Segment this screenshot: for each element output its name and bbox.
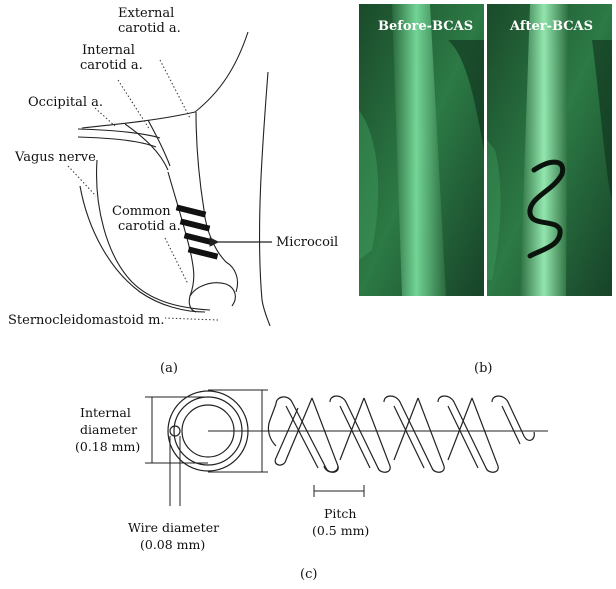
label-internal-line2: carotid a. [80, 58, 143, 73]
label-common-line2: carotid a. [118, 219, 181, 234]
occipital-artery [77, 128, 161, 139]
neck-inner-contour [79, 185, 206, 313]
caption-b: (b) [474, 361, 492, 376]
leader-internal [117, 79, 151, 131]
carotid-bulb [189, 282, 236, 307]
label-microcoil: Microcoil [276, 235, 338, 250]
leader-external [159, 59, 191, 119]
internal-carotid-2 [147, 119, 171, 167]
label-before-bcas: Before-BCAS [378, 19, 473, 34]
common-carotid-right [195, 111, 239, 293]
label-pitch-2: (0.5 mm) [312, 523, 369, 538]
panel-c-schematic: Internal diameter (0.18 mm) Wire diamete… [75, 389, 548, 582]
label-external-line2: carotid a. [118, 21, 181, 36]
photo-divider [484, 4, 487, 296]
caption-a: (a) [160, 361, 178, 376]
label-external-line1: External [118, 6, 174, 21]
microcoil-segments [175, 204, 219, 260]
label-occipital: Occipital a. [28, 95, 103, 110]
label-after-bcas: After-BCAS [509, 19, 593, 34]
leader-common [164, 237, 189, 285]
label-vagus: Vagus nerve [14, 150, 96, 165]
leader-scm [164, 317, 219, 321]
label-wire-diameter-1: Wire diameter [128, 520, 219, 535]
caption-c: (c) [300, 567, 317, 582]
label-internal-diameter-2: diameter [80, 422, 137, 437]
label-sternocleidomastoid: Sternocleidomastoid m. [8, 313, 165, 328]
wire-cross-section [169, 425, 181, 437]
panel-b-photos: Before-BCAS After-BCAS (b) [359, 4, 612, 376]
label-common-line1: Common [112, 204, 171, 219]
photo-after-bcas: After-BCAS [487, 4, 612, 296]
scm-outline [81, 31, 249, 129]
label-internal-diameter-1: Internal [80, 405, 131, 420]
label-pitch-1: Pitch [324, 506, 356, 521]
coil-helix [267, 395, 535, 473]
vagus-nerve [77, 136, 157, 148]
neck-outline-left [96, 159, 211, 311]
neck-outline-right [258, 71, 271, 327]
label-internal-diameter-3: (0.18 mm) [75, 439, 140, 454]
internal-carotid [124, 123, 169, 171]
coil-in-photo [527, 159, 566, 259]
common-carotid-left [167, 171, 197, 313]
label-wire-diameter-2: (0.08 mm) [140, 537, 205, 552]
photo-before-bcas: Before-BCAS [359, 4, 484, 296]
leader-vagus [67, 165, 97, 197]
label-internal-line1: Internal [82, 43, 135, 58]
panel-a-diagram: External carotid a. Internal carotid a. … [8, 6, 338, 376]
leader-occipital [94, 107, 116, 127]
